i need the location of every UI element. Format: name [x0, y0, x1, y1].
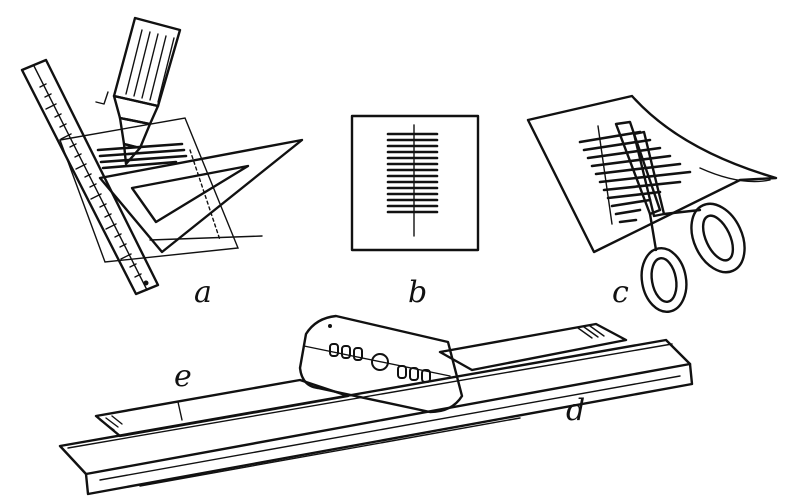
label-d: d — [566, 393, 585, 428]
strip-left — [94, 378, 350, 438]
hatched-block-b — [386, 132, 439, 214]
strip-right — [438, 322, 628, 372]
paper-sheet-c — [526, 94, 778, 254]
scissors — [614, 120, 746, 313]
figure-c: c — [526, 94, 778, 313]
blade-slots — [329, 343, 431, 383]
angle-rail — [58, 338, 694, 496]
rail-assembly: e d — [58, 314, 694, 496]
label-c: c — [612, 275, 629, 310]
label-a: a — [194, 275, 212, 310]
paper-sheet-b — [350, 114, 480, 252]
label-e: e — [174, 359, 192, 394]
figure-a: a — [20, 16, 304, 310]
ruler — [20, 58, 160, 296]
hatched-strip-c — [578, 130, 692, 224]
label-b: b — [408, 275, 427, 310]
figure-b: b — [350, 114, 480, 310]
razor-blade — [298, 314, 464, 414]
set-square — [98, 138, 304, 254]
cut-line-c — [597, 125, 613, 225]
paper-sheet-a — [59, 117, 239, 263]
pen — [95, 16, 182, 166]
